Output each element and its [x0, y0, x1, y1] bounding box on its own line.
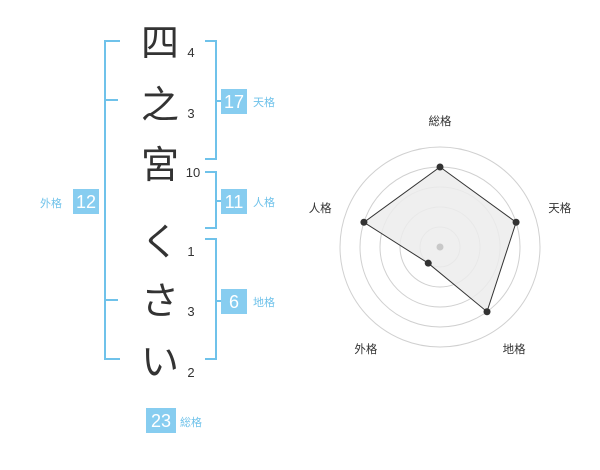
name-char-6: い — [141, 340, 179, 384]
gaikaku-bracket — [104, 40, 120, 360]
stroke-count-4: 1 — [187, 244, 194, 259]
name-char-5: さ — [141, 279, 179, 323]
radar-area — [363, 166, 517, 313]
jinkaku-bracket — [205, 171, 217, 229]
jinkaku-badge: 11 人格 — [221, 189, 275, 214]
brackets — [104, 40, 222, 360]
radar-axis-label-3: 地格 — [503, 342, 526, 356]
jinkaku-label: 人格 — [253, 195, 275, 209]
radar-point-1 — [436, 163, 444, 171]
radar-axis-label-1: 総格 — [429, 114, 452, 128]
chikaku-bracket — [205, 238, 217, 360]
soukaku-badge: 23 総格 — [146, 408, 202, 433]
radar-grid-ring — [339, 146, 541, 348]
gaikaku-badge: 外格 12 — [40, 189, 99, 214]
tenkaku-bracket — [205, 40, 217, 160]
stroke-count-5: 3 — [187, 304, 194, 319]
tenkaku-value: 17 — [224, 92, 244, 112]
stroke-count-6: 2 — [187, 365, 194, 380]
radar-axis-label-2: 天格 — [548, 201, 571, 215]
gaikaku-label: 外格 — [40, 196, 62, 210]
chikaku-label: 地格 — [253, 295, 275, 309]
stroke-count-2: 3 — [187, 106, 194, 121]
radar-point-4 — [424, 259, 432, 267]
name-char-4: く — [141, 220, 179, 264]
name-char-2: 之 — [141, 83, 179, 127]
gaikaku-value: 12 — [76, 192, 96, 212]
tenkaku-label: 天格 — [253, 95, 275, 109]
radar-point-2 — [512, 218, 520, 226]
radar-point-5 — [360, 218, 368, 226]
radar-point-3 — [483, 308, 491, 316]
stroke-count-3: 10 — [186, 165, 200, 180]
soukaku-value: 23 — [151, 411, 171, 431]
jinkaku-value: 11 — [225, 192, 244, 212]
chikaku-badge: 6 地格 — [221, 289, 275, 314]
chikaku-value: 6 — [229, 292, 239, 312]
stroke-count-1: 4 — [187, 45, 194, 60]
radar-center-dot — [436, 243, 444, 251]
radar-axis-label-5: 人格 — [309, 201, 332, 215]
soukaku-label: 総格 — [180, 415, 202, 429]
tenkaku-badge: 17 天格 — [221, 89, 275, 114]
name-char-3: 宮 — [141, 143, 179, 187]
name-char-1: 四 — [141, 21, 179, 65]
radar-axis-label-4: 外格 — [354, 342, 377, 356]
